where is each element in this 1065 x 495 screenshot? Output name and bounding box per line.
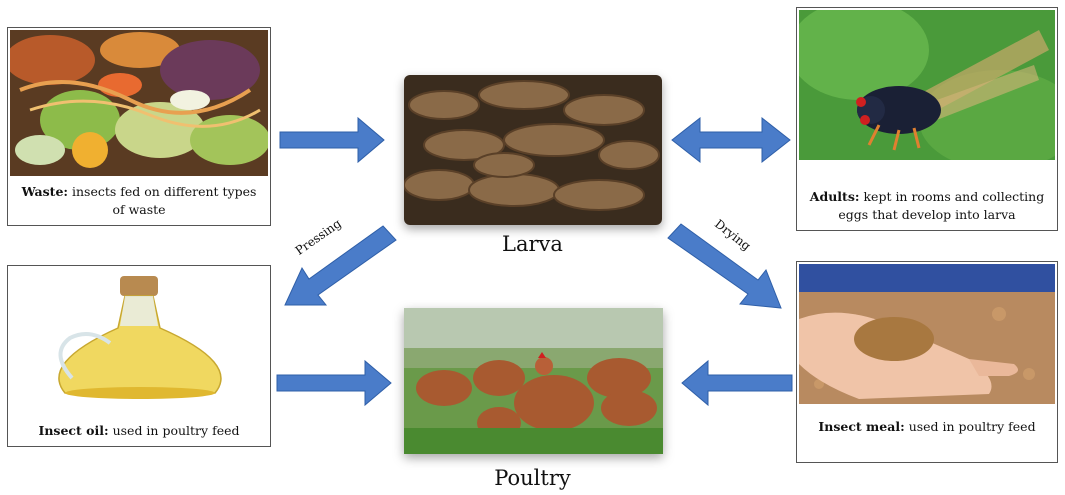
arrow-waste-to-larva: [280, 118, 384, 162]
arrow-larva-adults: [672, 118, 790, 162]
arrow-oil-to-poultry: [277, 361, 391, 405]
arrow-meal-to-poultry: [682, 361, 792, 405]
arrow-pressing: [285, 226, 396, 305]
